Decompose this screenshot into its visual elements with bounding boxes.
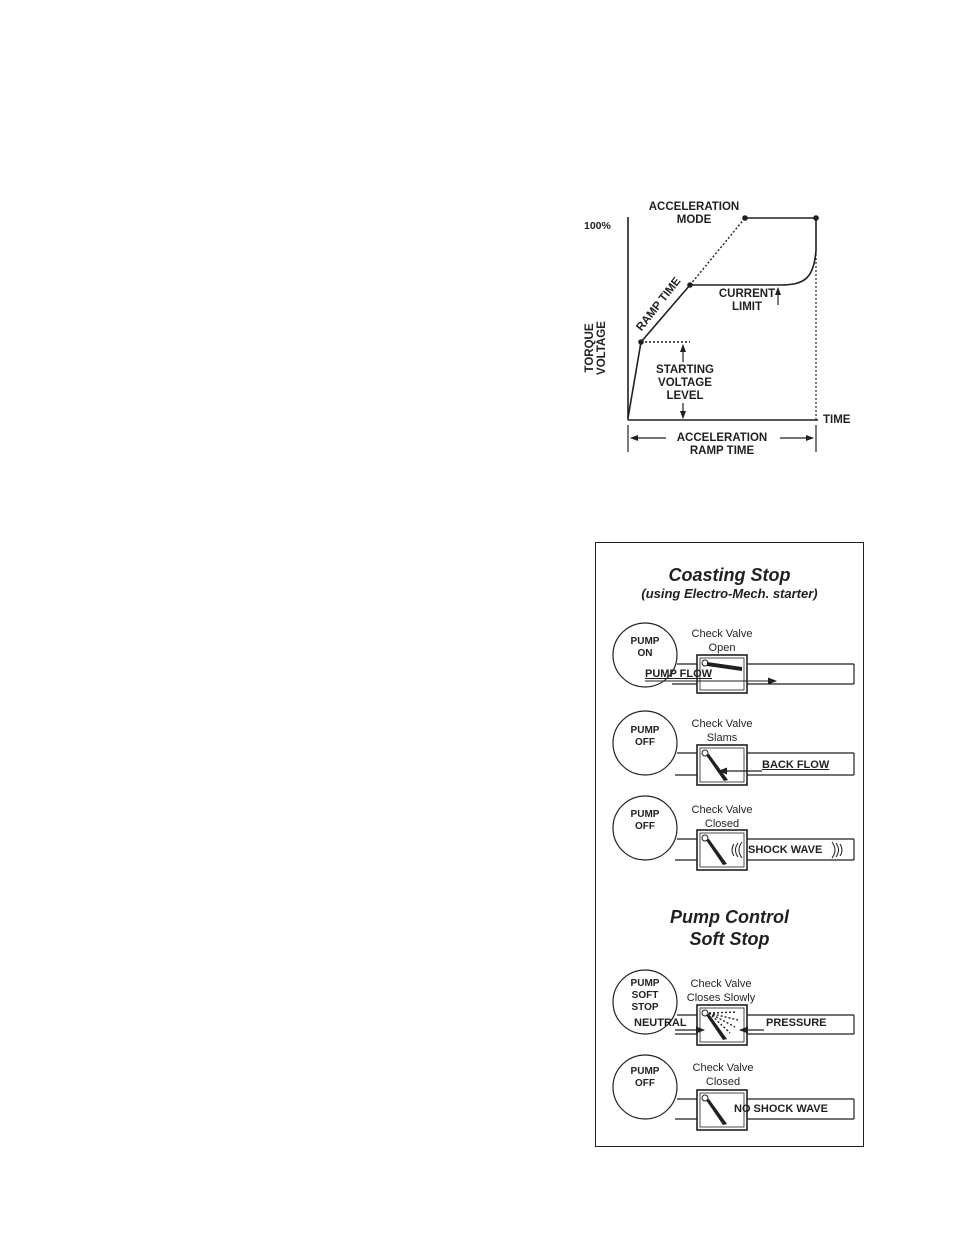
current-limit-label: CURRENT LIMIT <box>718 288 776 313</box>
row-pump-off-no-shock <box>612 1054 855 1131</box>
pump-stop-panel <box>595 542 864 1147</box>
coasting-stop-subtitle: (using Electro-Mech. starter) <box>641 586 818 601</box>
pump-circle <box>612 710 678 776</box>
pump-circle <box>612 969 678 1035</box>
acceleration-mode-label: ACCELERATION MODE <box>648 201 740 226</box>
row-pump-soft-stop <box>612 969 855 1046</box>
pump-circle <box>612 795 678 861</box>
starting-voltage-label: STARTING VOLTAGE LEVEL <box>656 364 714 402</box>
start-point <box>638 339 644 345</box>
pump-label: PUMP ON <box>630 636 660 659</box>
row-pump-off-slams <box>612 710 855 786</box>
x-axis-label: TIME <box>823 414 851 426</box>
pump-label: PUMP OFF <box>630 809 660 832</box>
pump-circle <box>612 1054 678 1120</box>
valve-flap-closing <box>706 1014 727 1040</box>
valve-flap-closed <box>706 1099 727 1125</box>
flow-label: BACK FLOW <box>762 759 830 771</box>
flow-label: PRESSURE <box>766 1017 827 1029</box>
flow-label: SHOCK WAVE <box>748 844 823 856</box>
valve-flap-open <box>707 662 742 671</box>
valve-flap-closed <box>706 839 727 865</box>
pump-label: PUMP SOFT STOP <box>630 978 660 1013</box>
shock-wave-right-icon <box>831 841 843 859</box>
ramp-end-point <box>687 282 693 288</box>
flow-label: PUMP FLOW <box>645 668 713 680</box>
neutral-label: NEUTRAL <box>634 1017 687 1029</box>
coasting-stop-title: Coasting Stop <box>668 565 791 585</box>
acceleration-mode-dotted <box>689 217 746 286</box>
row-pump-off-shock <box>612 795 855 871</box>
soft-stop-title: Pump Control Soft Stop <box>670 907 789 949</box>
check-valve-label: Check Valve Slams <box>691 718 753 744</box>
shock-wave-left-icon <box>731 841 743 859</box>
flow-label: NO SHOCK WAVE <box>734 1103 828 1115</box>
y-max-label: 100% <box>584 220 611 232</box>
row-pump-on <box>612 622 855 694</box>
check-valve-label: Check Valve Closes Slowly <box>686 978 756 1004</box>
check-valve-label: Check Valve Open <box>691 628 753 654</box>
pump-label: PUMP OFF <box>630 725 660 748</box>
pump-label: PUMP OFF <box>630 1066 660 1089</box>
acceleration-ramp-time-label: ACCELERATION RAMP TIME <box>676 432 768 457</box>
pump-circle <box>612 622 678 688</box>
accel-mode-point <box>742 215 748 221</box>
check-valve-label: Check Valve Closed <box>691 804 753 830</box>
check-valve-label: Check Valve Closed <box>692 1062 754 1088</box>
full-voltage-point <box>813 215 819 221</box>
slow-close-motion-icon <box>708 1011 739 1034</box>
